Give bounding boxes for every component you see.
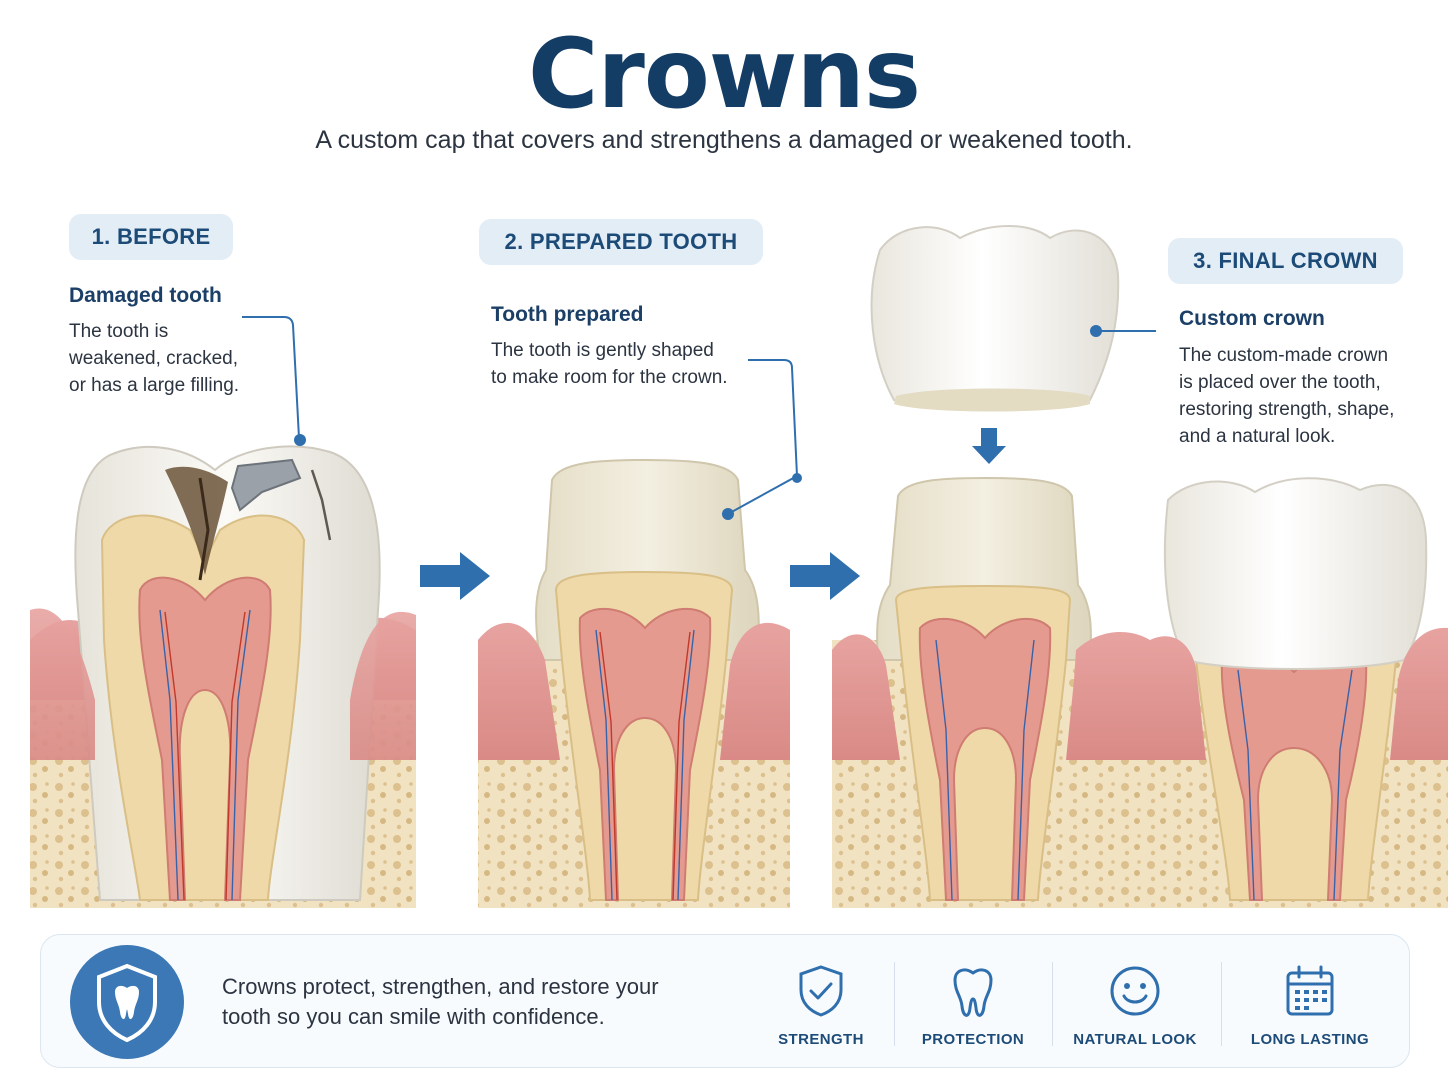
benefits-message-line: Crowns protect, strengthen, and restore …	[222, 974, 659, 999]
step-1-heading: Damaged tooth	[69, 284, 222, 307]
step-1-line: or has a large filling.	[69, 375, 240, 396]
tooth-icon	[953, 968, 993, 1017]
step-arrow-1	[420, 552, 490, 600]
benefit-long-lasting-label: LONG LASTING	[1250, 1031, 1370, 1048]
step-1-description: The tooth is weakened, cracked, or has a…	[69, 318, 289, 399]
calendar-icon	[1286, 965, 1334, 1016]
callout-line-before	[242, 316, 300, 439]
shield-check-icon	[799, 965, 843, 1017]
step-3-label: 3. FINAL CROWN	[1168, 238, 1403, 284]
placement-arrow-down-icon	[972, 428, 1006, 464]
final-crown-illustration	[832, 225, 1448, 908]
step-3-line: The custom-made crown	[1179, 345, 1389, 366]
step-3-description: The custom-made crown is placed over the…	[1179, 342, 1439, 450]
benefit-protection-label: PROTECTION	[921, 1031, 1025, 1048]
callout-joint-prepared	[792, 473, 802, 483]
callout-dot-crown	[1090, 325, 1102, 337]
step-2-line: to make room for the crown.	[491, 367, 728, 388]
step-2-heading: Tooth prepared	[491, 303, 644, 326]
step-arrow-2	[790, 552, 860, 600]
step-3-line: is placed over the tooth,	[1179, 372, 1381, 393]
damaged-tooth-illustration	[30, 445, 416, 908]
step-2-label: 2. PREPARED TOOTH	[479, 219, 763, 265]
benefit-divider	[894, 962, 895, 1046]
step-2-description: The tooth is gently shaped to make room …	[491, 337, 761, 391]
step-1-line: weakened, cracked,	[69, 348, 238, 369]
benefits-message: Crowns protect, strengthen, and restore …	[222, 972, 742, 1032]
benefit-divider	[1221, 962, 1222, 1046]
step-1-label: 1. BEFORE	[69, 214, 233, 260]
benefits-message-line: tooth so you can smile with confidence.	[222, 1004, 605, 1029]
step-3-line: restoring strength, shape,	[1179, 399, 1395, 420]
callout-line-prepared	[727, 359, 799, 515]
benefits-card	[40, 934, 1410, 1068]
benefit-strength-label: STRENGTH	[778, 1031, 864, 1048]
step-3-line: and a natural look.	[1179, 426, 1336, 447]
benefit-natural-look-label: NATURAL LOOK	[1073, 1031, 1197, 1048]
smiley-face-icon	[1110, 966, 1160, 1016]
step-3-heading: Custom crown	[1179, 307, 1325, 330]
step-2-line: The tooth is gently shaped	[491, 340, 714, 361]
step-1-line: The tooth is	[69, 321, 169, 342]
callout-dot-prepared	[722, 508, 734, 520]
page-subtitle: A custom cap that covers and strengthens…	[315, 126, 1133, 154]
shield-tooth-badge-icon	[70, 945, 184, 1059]
page-title: Crowns	[528, 18, 921, 130]
prepared-tooth-illustration	[478, 458, 790, 908]
benefit-divider	[1052, 962, 1053, 1046]
callout-dot-before	[294, 434, 306, 446]
